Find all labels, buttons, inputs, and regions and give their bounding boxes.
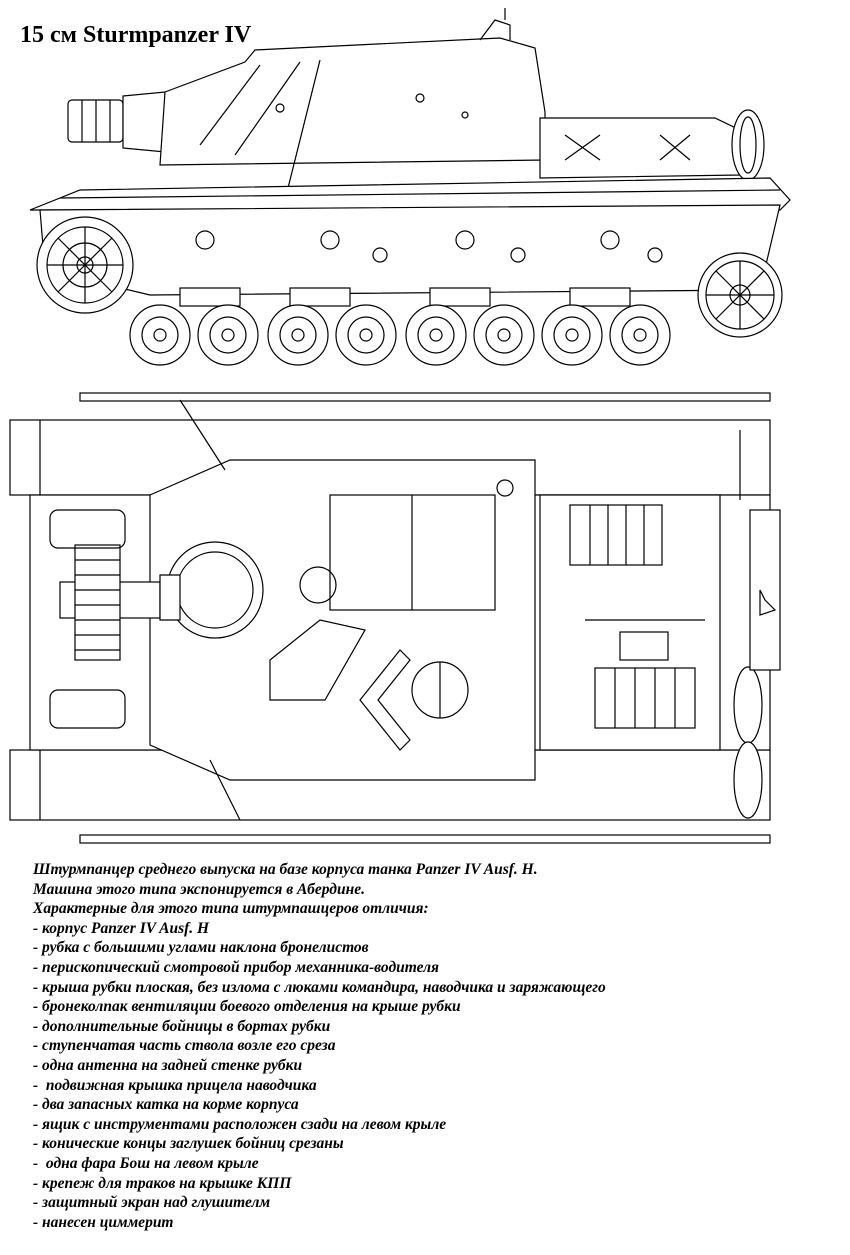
feature-item: - подвижная крышка прицела наводчика	[33, 1076, 317, 1094]
page-title: 15 см Sturmpanzer IV	[20, 22, 252, 48]
road-wheels	[129, 304, 671, 366]
feature-item: - бронеколпак вентиляции боевого отделен…	[33, 998, 461, 1016]
feature-item: - крыша рубки плоская, без излома с люка…	[33, 978, 606, 996]
caption-intro-line: Машина этого типа экспонируется в Аберди…	[33, 880, 365, 898]
idler-wheel	[697, 252, 783, 338]
feature-item: - конические концы заглушек бойниц среза…	[33, 1135, 344, 1153]
caption-intro-line: Характерные для этого типа штурмпашцеров…	[33, 900, 429, 918]
feature-item: - корпус Panzer IV Ausf. H	[33, 919, 210, 937]
caption-intro-line: Штурмпанцер среднего выпуска на базе кор…	[33, 861, 538, 878]
feature-item: - два запасных катка на корме корпуса	[33, 1096, 299, 1114]
spare-track-links	[49, 509, 126, 729]
tank-top-view	[9, 392, 781, 844]
suspension-bogies	[179, 287, 631, 307]
feature-item: - рубка с большими углами наклона бронел…	[33, 939, 369, 957]
engine-deck	[539, 109, 765, 181]
rear-spare-wheels	[733, 430, 781, 819]
engine-deck-plan	[539, 494, 721, 751]
superstructure-roof	[149, 459, 536, 781]
caption: Штурмпанцер среднего выпуска на базе кор…	[33, 860, 833, 1232]
feature-item: - одна антенна на задней стенке рубки	[33, 1056, 303, 1074]
drive-sprocket	[36, 216, 134, 314]
tank-side-view	[29, 8, 791, 366]
track-guards	[79, 392, 771, 844]
feature-item: - дополнительные бойницы в бортах рубки	[33, 1017, 331, 1035]
feature-item: - ящик с инструментами расположен сзади …	[33, 1115, 447, 1133]
feature-item: - одна фара Бош на левом крыле	[33, 1154, 259, 1172]
feature-item: - крепеж для траков на крышке КПП	[33, 1174, 292, 1192]
feature-item: - защитный экран над глушителм	[33, 1194, 271, 1212]
superstructure	[159, 8, 546, 201]
feature-item: - нанесен циммерит	[33, 1213, 174, 1231]
feature-item: - ступенчатая часть ствола возле его сре…	[33, 1037, 336, 1055]
antenna	[179, 399, 241, 821]
feature-item: - перископический смотровой прибор механ…	[33, 958, 440, 976]
